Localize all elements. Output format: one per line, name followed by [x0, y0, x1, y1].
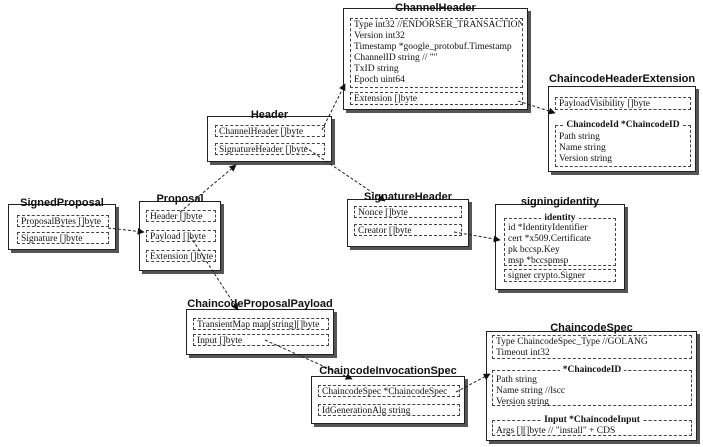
channel-header-title: ChannelHeader: [395, 2, 476, 14]
id-generation-alg-field: IdGenerationAlg string: [318, 404, 460, 416]
chaincode-proposal-payload-box: ChaincodeProposalPayload TransientMap ma…: [186, 298, 334, 355]
chaincode-header-extension-title: ChaincodeHeaderExtension: [549, 73, 696, 85]
header-title: Header: [250, 109, 289, 121]
channel-header-type: Type int32 //ENDORSER_TRANSACTION: [354, 20, 523, 30]
identity-pk: pk bccsp.Key: [508, 245, 560, 255]
header-channel-header-field: ChannelHeader []byte: [215, 125, 325, 137]
chaincode-spec-input-subtitle: Input *ChaincodeInput: [541, 415, 643, 425]
channel-header-box: ChannelHeader Type int32 //ENDORSER_TRAN…: [343, 2, 528, 110]
chaincode-spec-timeout: Timeout int32: [496, 348, 550, 358]
chaincode-spec-type-field: Type ChaincodeSpec_Type //GOLANG Timeout…: [492, 335, 692, 359]
channel-header-timestamp: Timestamp *google_protobuf.Timestamp: [354, 42, 512, 52]
cid-version: Version string: [559, 154, 613, 164]
chaincode-spec-field: ChaincodeSpec *ChaincodeSpec: [318, 385, 460, 397]
proposal-header-field: Header []byte: [146, 210, 216, 222]
creator-field: Creator []byte: [354, 224, 462, 236]
signed-proposal-box: SignedProposal ProposalBytes []byte Sign…: [8, 197, 116, 250]
channel-header-fields: Type int32 //ENDORSER_TRANSACTION Versio…: [350, 18, 523, 88]
channel-header-txid: TxID string: [354, 64, 399, 74]
chaincode-id-subtitle: ChaincodeId *ChaincodeID: [563, 120, 683, 130]
proposal-box: Proposal Header []byte Payload []byte Ex…: [139, 193, 221, 271]
header-box: Header ChannelHeader []byte SignatureHea…: [207, 109, 332, 162]
header-signature-header-field: SignatureHeader []byte: [215, 143, 325, 155]
chaincode-invocation-spec-box: ChaincodeInvocationSpec ChaincodeSpec *C…: [311, 365, 465, 424]
nonce-field: Nonce []byte: [354, 206, 462, 218]
spec-id-name: Name string //lscc: [496, 386, 566, 396]
signed-proposal-title: SignedProposal: [20, 197, 104, 209]
signature-header-box: SignatureHeader Nonce []byte Creator []b…: [347, 191, 469, 247]
chaincode-proposal-payload-title: ChaincodeProposalPayload: [187, 298, 333, 310]
identity-id: id *IdentityIdentifier: [508, 223, 588, 233]
chaincode-header-extension-box: ChaincodeHeaderExtension PayloadVisibili…: [548, 73, 696, 172]
signing-identity-box: signingidentity identity id *IdentityIde…: [495, 196, 625, 290]
signature-header-title: SignatureHeader: [363, 191, 453, 203]
chaincode-spec-input-field: Input *ChaincodeInput Args [][]byte // "…: [492, 415, 692, 436]
chaincode-spec-input-args: Args [][]byte // "install" + CDS: [496, 426, 616, 436]
cid-path: Path string: [559, 132, 600, 142]
proposal-bytes-field: ProposalBytes []byte: [17, 215, 109, 227]
identity-cert: cert *x509.Certificate: [508, 234, 591, 244]
chaincode-spec-type: Type ChaincodeSpec_Type //GOLANG: [496, 337, 648, 347]
channel-header-extension: Extension []byte: [350, 92, 523, 105]
spec-id-version: Version string: [496, 397, 550, 407]
cid-name: Name string: [559, 143, 606, 153]
proposal-title: Proposal: [156, 193, 204, 205]
chaincode-spec-id-subtitle: *ChaincodeID: [559, 365, 625, 375]
chaincode-invocation-spec-title: ChaincodeInvocationSpec: [319, 365, 457, 377]
channel-header-epoch: Epoch uint64: [354, 75, 405, 85]
chaincode-spec-id-field: *ChaincodeID Path string Name string //l…: [492, 365, 692, 407]
identity-msp: msp *bccspmsp: [508, 256, 569, 266]
identity-field: identity id *IdentityIdentifier cert *x5…: [504, 213, 616, 266]
payload-visibility-field: PayloadVisibility []byte: [555, 97, 691, 110]
input-field: Input []byte: [193, 334, 329, 346]
chaincode-spec-title: ChaincodeSpec: [550, 322, 633, 334]
transient-map-field: TransientMap map[string][]byte: [193, 318, 329, 330]
proposal-payload-field: Payload []byte: [146, 230, 216, 242]
chaincode-spec-box: ChaincodeSpec Type ChaincodeSpec_Type //…: [486, 322, 697, 441]
channel-header-version: Version int32: [354, 31, 405, 41]
proposal-extension-field: Extension []byte: [146, 250, 216, 262]
signing-identity-title: signingidentity: [520, 196, 600, 208]
channel-header-channelid: ChannelID string // "": [354, 53, 438, 63]
signer-field: signer crypto.Signer: [504, 269, 616, 282]
signature-field: Signature []byte: [17, 232, 109, 244]
chaincode-id-field: ChaincodeId *ChaincodeID Path string Nam…: [555, 120, 691, 167]
identity-subtitle: identity: [541, 213, 579, 223]
spec-id-path: Path string: [496, 375, 537, 385]
